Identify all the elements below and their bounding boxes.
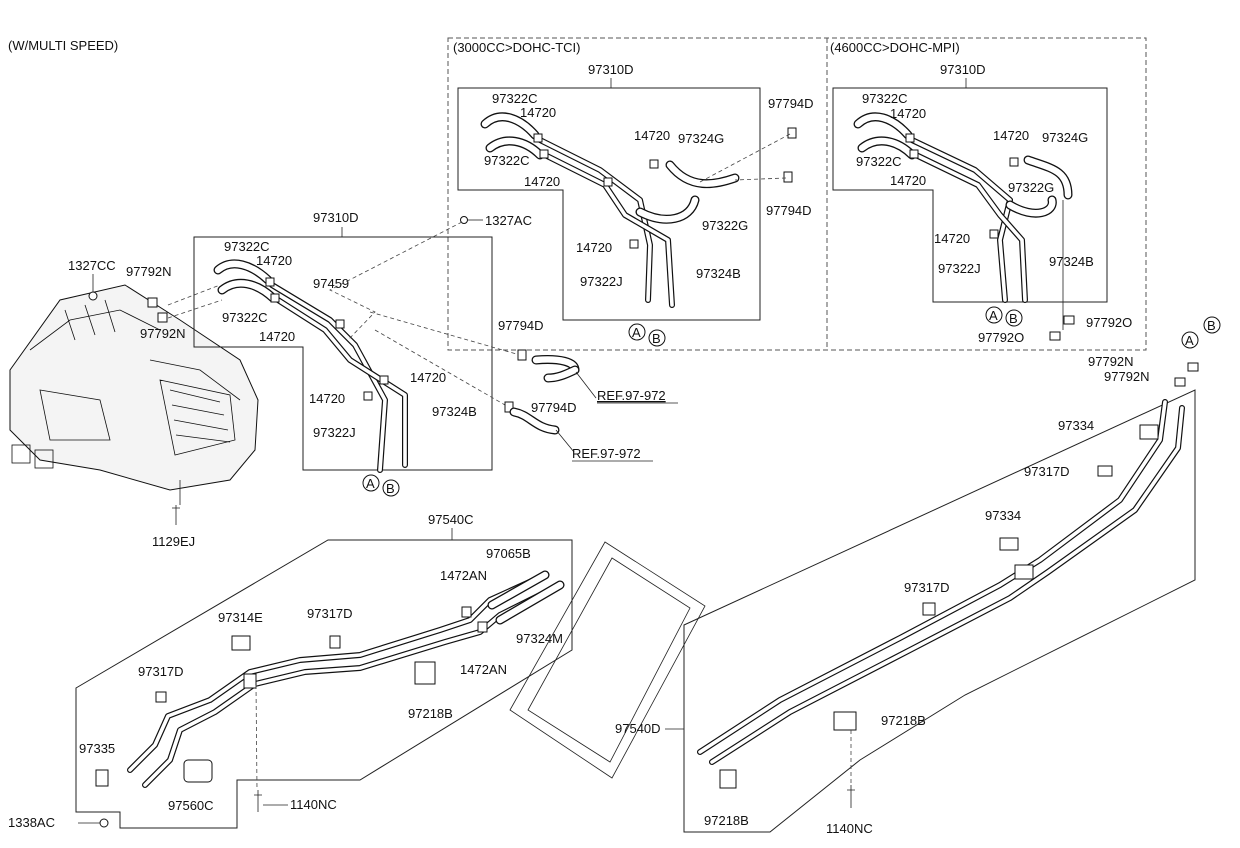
label-14720-main-b: 14720	[259, 329, 295, 344]
label-97324M: 97324M	[516, 631, 563, 646]
header-note: (W/MULTI SPEED)	[8, 38, 118, 53]
label-97794D-tci-a: 97794D	[768, 96, 814, 111]
connector-B-tci: B	[652, 331, 661, 346]
label-97317D-right-b: 97317D	[904, 580, 950, 595]
label-14720-mpi-a: 14720	[890, 106, 926, 121]
label-97794D-ref-a: 97794D	[498, 318, 544, 333]
label-97218B-right-a: 97218B	[881, 713, 926, 728]
label-1338AC: 1338AC	[8, 815, 55, 830]
tci-hose-assembly: 97310D 97322C 14720 97322C 14720 14720 9…	[457, 62, 814, 347]
label-97322J-main: 97322J	[313, 425, 356, 440]
label-97310D-mpi: 97310D	[940, 62, 986, 77]
label-14720-tci-c: 14720	[634, 128, 670, 143]
label-97324B-tci: 97324B	[696, 266, 741, 281]
label-97540D: 97540D	[615, 721, 661, 736]
connector-B-mpi: B	[1009, 311, 1018, 326]
label-97792N-right-b: 97792N	[1104, 369, 1150, 384]
label-97560C: 97560C	[168, 798, 214, 813]
label-97322C-tci-b: 97322C	[484, 153, 530, 168]
mpi-hose-assembly: 97310D 97322C 14720 97322C 14720 14720 9…	[832, 62, 1132, 345]
engine-variants-frame	[447, 37, 1147, 351]
label-14720-main-c: 14720	[410, 370, 446, 385]
label-14720-tci-a: 14720	[520, 105, 556, 120]
label-97065B: 97065B	[486, 546, 531, 561]
label-1327AC: 1327AC	[485, 213, 532, 228]
label-97540C: 97540C	[428, 512, 474, 527]
connector-B-main: B	[386, 481, 395, 496]
label-97218B-right-b: 97218B	[704, 813, 749, 828]
label-1140NC-right: 1140NC	[826, 821, 873, 836]
connector-A-right: A	[1185, 333, 1194, 348]
connector-A-tci: A	[632, 325, 641, 340]
label-97317D-left-a: 97317D	[307, 606, 353, 621]
label-1472AN-b: 1472AN	[460, 662, 507, 677]
label-97324B-mpi: 97324B	[1049, 254, 1094, 269]
connector-A-main: A	[366, 476, 375, 491]
label-97314E: 97314E	[218, 610, 263, 625]
label-97792N-left-a: 97792N	[126, 264, 172, 279]
label-1472AN-a: 1472AN	[440, 568, 487, 583]
label-97334-a: 97334	[1058, 418, 1094, 433]
label-97317D-left-b: 97317D	[138, 664, 184, 679]
label-14720-main-d: 14720	[309, 391, 345, 406]
rear-hose-assembly-right	[683, 362, 1199, 833]
label-97322C-main-b: 97322C	[222, 310, 268, 325]
label-97310D-main: 97310D	[313, 210, 359, 225]
rear-hose-assembly-left: 97540C	[75, 512, 573, 829]
label-97794D-ref-b: 97794D	[531, 400, 577, 415]
connector-B-right: B	[1207, 318, 1216, 333]
hvac-unit	[9, 284, 259, 505]
connector-A-mpi: A	[989, 308, 998, 323]
label-14720-mpi-c: 14720	[993, 128, 1029, 143]
label-97322C-main-a: 97322C	[224, 239, 270, 254]
label-97792O-mpi-b: 97792O	[978, 330, 1024, 345]
label-97322J-mpi: 97322J	[938, 261, 981, 276]
label-1327CC: 1327CC	[68, 258, 116, 273]
label-97334-b: 97334	[985, 508, 1021, 523]
label-97335: 97335	[79, 741, 115, 756]
label-14720-mpi-d: 14720	[934, 231, 970, 246]
label-97317D-right-a: 97317D	[1024, 464, 1070, 479]
mpi-group-title: (4600CC>DOHC-MPI)	[830, 40, 960, 55]
label-97322C-tci-a: 97322C	[492, 91, 538, 106]
label-97324B-main: 97324B	[432, 404, 477, 419]
label-14720-tci-b: 14720	[524, 174, 560, 189]
label-97324G-mpi: 97324G	[1042, 130, 1088, 145]
label-97322G-mpi: 97322G	[1008, 180, 1054, 195]
label-97218B-left: 97218B	[408, 706, 453, 721]
label-97792N-left-b: 97792N	[140, 326, 186, 341]
label-14720-main-a: 14720	[256, 253, 292, 268]
label-97324G-tci: 97324G	[678, 131, 724, 146]
label-1140NC-left: 1140NC	[290, 797, 337, 812]
ref-97-972-a[interactable]: REF.97-972	[597, 388, 666, 403]
label-97459: 97459	[313, 276, 349, 291]
label-97322J-tci: 97322J	[580, 274, 623, 289]
label-1129EJ: 1129EJ	[152, 534, 195, 549]
label-97322C-mpi-b: 97322C	[856, 154, 902, 169]
label-97792N-right-a: 97792N	[1088, 354, 1134, 369]
label-97322C-mpi-a: 97322C	[862, 91, 908, 106]
label-14720-mpi-b: 14720	[890, 173, 926, 188]
label-97794D-tci-b: 97794D	[766, 203, 812, 218]
label-97792O-mpi-a: 97792O	[1086, 315, 1132, 330]
label-97322G-tci: 97322G	[702, 218, 748, 233]
label-97310D-tci: 97310D	[588, 62, 634, 77]
tci-group-title: (3000CC>DOHC-TCI)	[453, 40, 581, 55]
main-hose-assembly: 97310D 97322C 14720 97322C 97459 14720 1…	[193, 210, 493, 497]
ref-97-972-b[interactable]: REF.97-972	[572, 446, 641, 461]
label-14720-tci-d: 14720	[576, 240, 612, 255]
